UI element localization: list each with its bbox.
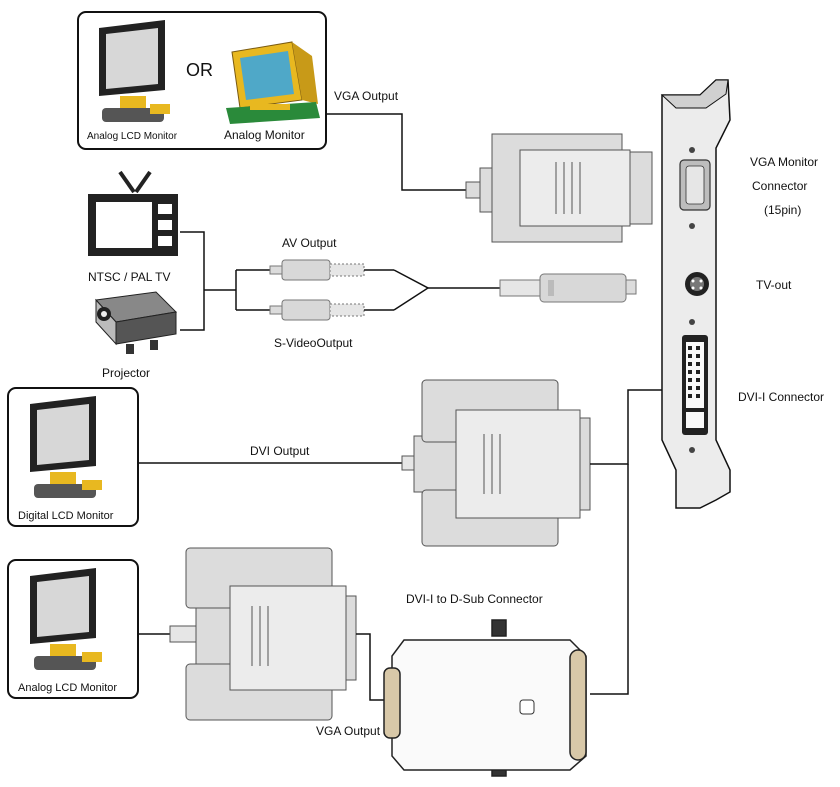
- analog-lcd-monitor-icon-bottom: [30, 568, 102, 670]
- vga-cable-bottom: [356, 633, 388, 701]
- digital-lcd-monitor-label: Digital LCD Monitor: [18, 510, 114, 522]
- vga-port: [679, 147, 711, 229]
- or-label: OR: [186, 60, 213, 80]
- vga-connector-label-1: VGA Monitor: [750, 155, 818, 169]
- vga-output-label-bottom: VGA Output: [316, 724, 381, 738]
- tv-icon: [88, 170, 178, 256]
- vga-connector-label-3: (15pin): [764, 203, 801, 217]
- dvi-connector-label: DVI-I Connector: [738, 390, 824, 404]
- dvi-card-wiring: [590, 389, 662, 695]
- digital-lcd-monitor-icon: [30, 396, 102, 498]
- digital-lcd-group: Digital LCD Monitor: [7, 387, 139, 527]
- tv-out-port: [685, 272, 709, 296]
- ntsc-pal-tv-label: NTSC / PAL TV: [88, 270, 170, 284]
- dvi-dsub-connector-label: DVI-I to D-Sub Connector: [406, 592, 543, 606]
- analog-monitor-label: Analog Monitor: [224, 128, 305, 142]
- vga-output-label-top: VGA Output: [334, 89, 399, 103]
- analog-lcd-monitor-label-top: Analog LCD Monitor: [87, 131, 178, 142]
- tv-out-label: TV-out: [756, 278, 792, 292]
- tv-splitter-cable: [364, 269, 500, 311]
- analog-lcd-monitor-label-bottom: Analog LCD Monitor: [18, 682, 117, 694]
- projector-label: Projector: [102, 366, 150, 380]
- av-output-plug: [269, 259, 365, 281]
- av-output-label: AV Output: [282, 236, 337, 250]
- tv-projector-wiring: [180, 231, 270, 331]
- vga-cable-top: VGA Output: [326, 89, 468, 191]
- vga-connector-bottom: [169, 547, 357, 721]
- vga-connector-label-2: Connector: [752, 179, 807, 193]
- graphics-card-bracket: [660, 79, 731, 509]
- dvi-output-label: DVI Output: [250, 444, 310, 458]
- top-monitor-group: OR Analog LCD Monitor Analog Monitor: [77, 11, 327, 150]
- svideo-output-label: S-VideoOutput: [274, 336, 353, 350]
- dvi-dsub-adapter: [383, 619, 587, 777]
- dvi-cable: DVI Output: [138, 444, 402, 464]
- vga-connector-top: [465, 133, 653, 243]
- tv-out-plug: [499, 273, 637, 303]
- analog-lcd-monitor-icon-top: [99, 20, 170, 122]
- analog-monitor-icon: [226, 41, 320, 124]
- svideo-output-plug: [269, 299, 365, 321]
- projector-icon: [94, 291, 178, 354]
- dvi-port: [682, 319, 708, 453]
- dvi-connector: [401, 379, 591, 547]
- analog-lcd-bottom-group: Analog LCD Monitor: [7, 559, 139, 699]
